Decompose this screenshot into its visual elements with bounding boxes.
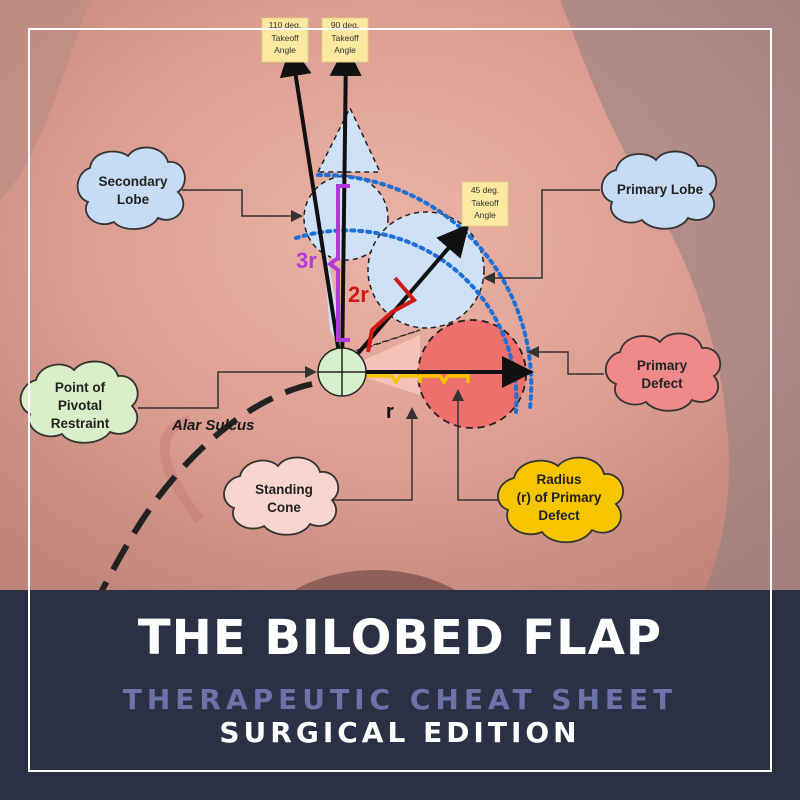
note-90-line-3: Angle [334,45,356,55]
primary-lobe-line-1: Primary Lobe [617,182,704,197]
primary-lobe-circle [367,211,485,329]
cheek-shadow [0,0,90,200]
note-110-line-2: Takeoff [271,33,299,43]
ala-crease [159,415,204,524]
background-shadow [560,0,800,600]
page-title: THE BILOBED FLAP [137,610,663,666]
secondary-lobe-line-1: Secondary [98,174,168,189]
primary-defect-line-1: Primary [637,358,688,373]
note-45-line-3: Angle [474,210,496,220]
pivot-callout: Point of Pivotal Restraint [19,360,139,444]
leader-radius [452,389,510,501]
note-45-line-2: Takeoff [471,198,499,208]
arrow-90-deg [329,44,362,373]
standing-cone-line-2: Cone [267,500,301,515]
leader-primary-defect [527,346,604,375]
alar-sulcus-line [95,381,313,600]
standing-cone-triangle [342,335,420,395]
note-90-deg: 90 deg. Takeoff Angle [321,17,369,63]
radius-line-2: (r) of Primary [517,490,602,505]
secondary-lobe-callout: Secondary Lobe [76,146,186,230]
standing-cone-line-1: Standing [255,482,313,497]
two-r-label: 2r [348,282,369,307]
title-banner [0,590,800,800]
alar-sulcus-label: Alar Sulcus [171,417,255,434]
r-bracket-2 [418,374,470,386]
primary-defect-callout: Primary Defect [605,332,722,412]
radius-line-1: Radius [536,472,581,487]
note-90-line-1: 90 deg. [331,20,359,30]
two-r-bracket [366,276,418,353]
note-90-line-2: Takeoff [331,33,359,43]
radius-line-3: Defect [538,508,580,523]
arrow-110-deg [279,44,344,373]
note-110-line-1: 110 deg. [269,20,301,30]
secondary-lobe-tip-triangle [316,106,382,173]
arrow-45-deg [340,223,470,374]
note-110-deg: 110 deg. Takeoff Angle [261,17,309,63]
pivot-line-1: Point of [55,380,106,395]
edition-label: SURGICAL EDITION [219,716,581,749]
leader-pivot [138,366,317,409]
primary-lobe-callout: Primary Lobe [601,150,718,230]
pivot-line-3: Restraint [51,416,110,431]
r-label: r [386,401,394,423]
page-subtitle: THERAPEUTIC CHEAT SHEET [122,683,678,716]
three-r-label: 3r [296,248,317,273]
note-110-line-3: Angle [274,45,296,55]
leader-secondary-lobe [182,189,303,222]
radius-callout: Radius (r) of Primary Defect [497,456,624,544]
standing-cone-callout: Standing Cone [223,456,340,536]
leader-standing-cone [320,407,418,501]
primary-defect-line-2: Defect [641,376,683,391]
pivot-line-2: Pivotal [58,398,102,413]
note-45-line-1: 45 deg. [471,185,499,195]
three-r-bracket [326,184,350,342]
secondary-lobe-line-2: Lobe [117,192,150,207]
leader-primary-lobe [483,189,600,284]
note-45-deg: 45 deg. Takeoff Angle [461,181,509,227]
